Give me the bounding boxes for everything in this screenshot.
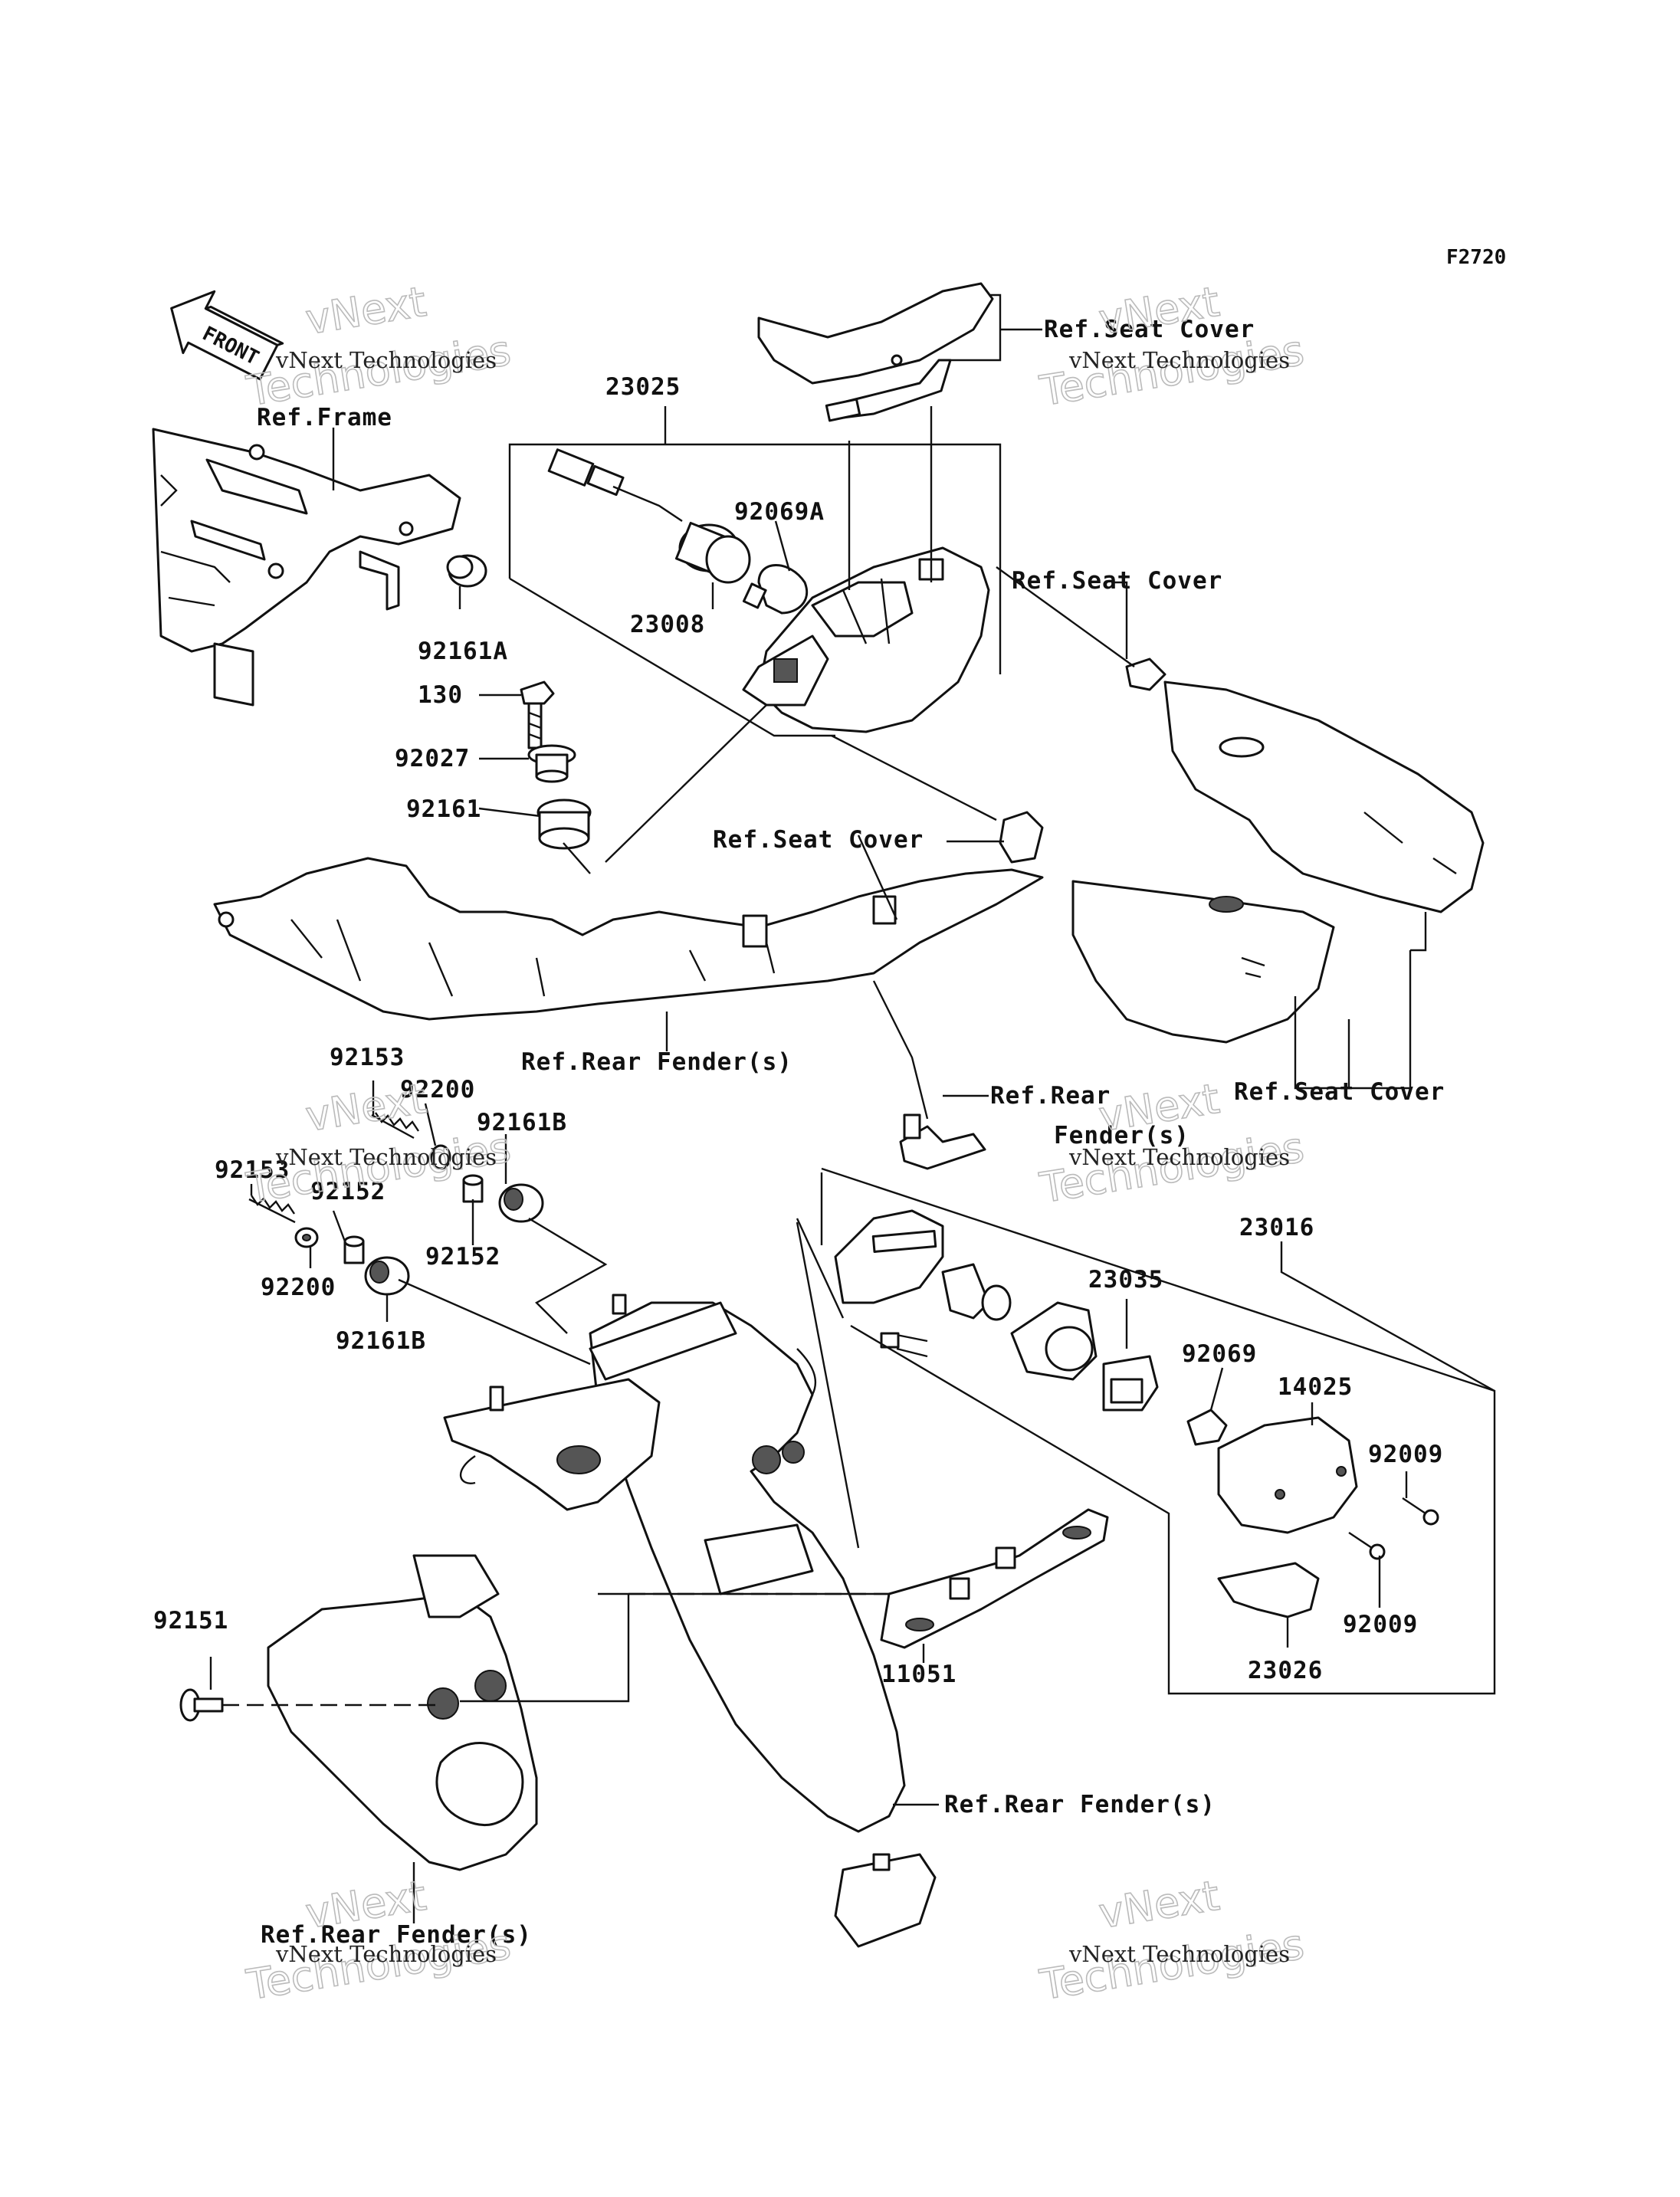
svg-text:vNext Technologies: vNext Technologies (275, 347, 497, 373)
frame-assembly (152, 428, 461, 707)
bracket-11051 (880, 1508, 1109, 1649)
label-ref-seat-cover-low: Ref.Seat Cover (713, 826, 924, 854)
svg-text:vNext: vNext (303, 1074, 430, 1141)
svg-text:vNext: vNext (1096, 1871, 1223, 1938)
washer-92200-lower (294, 1227, 319, 1248)
seat-cover-top (757, 282, 994, 422)
label-ref-rear-fender-1: Ref.Rear Fender(s) (521, 1048, 792, 1076)
label-ref-seat-cover-top: Ref.Seat Cover (1044, 316, 1255, 343)
label-14025: 14025 (1278, 1373, 1353, 1401)
label-92009-upper: 92009 (1368, 1441, 1443, 1468)
svg-text:vNext Technologies: vNext Technologies (1068, 347, 1290, 373)
label-92151: 92151 (153, 1607, 228, 1635)
watermark-6: vNext Technologies vNext Technologies (1035, 1871, 1308, 2010)
grommet-92161B-left (364, 1256, 410, 1296)
bulb-92069 (1186, 1408, 1228, 1446)
screw-92009-lower (1348, 1532, 1386, 1560)
spring-92153-upper (371, 1112, 419, 1139)
label-92069: 92069 (1182, 1340, 1257, 1368)
label-ref-rear-2a: Ref.Rear (990, 1082, 1111, 1110)
label-92200-upper: 92200 (400, 1076, 475, 1103)
lens-23026 (1217, 1562, 1320, 1618)
label-23026: 23026 (1248, 1657, 1323, 1684)
collar-92152-right (462, 1174, 484, 1203)
label-92153-upper: 92153 (330, 1044, 405, 1071)
bolt-130 (520, 680, 555, 749)
lens-cover-14025 (1217, 1416, 1358, 1534)
svg-text:vNext Technologies: vNext Technologies (275, 1941, 497, 1967)
label-92152-left: 92152 (310, 1178, 386, 1205)
label-ref-rear-fender-4: Ref.Rear Fender(s) (261, 1921, 532, 1949)
tail-light-upper-assembly (742, 546, 990, 733)
rear-fender-flap (267, 1554, 538, 1871)
socket-23008 (547, 448, 751, 584)
label-92200-lower: 92200 (261, 1274, 336, 1301)
collar-92152-left (343, 1235, 365, 1264)
svg-text:vNext Technologies: vNext Technologies (1068, 1941, 1290, 1967)
screw-92009-upper (1402, 1497, 1439, 1526)
callout-lines (209, 293, 1496, 1923)
label-23016: 23016 (1239, 1214, 1314, 1241)
svg-text:vNext: vNext (303, 277, 430, 344)
label-92161B-left: 92161B (336, 1327, 426, 1355)
label-ref-rear-2b: Fender(s) (1054, 1122, 1189, 1149)
label-92161A: 92161A (418, 638, 508, 665)
label-ref-rear-fender-3: Ref.Rear Fender(s) (944, 1791, 1216, 1818)
washer-92200-upper (430, 1144, 451, 1170)
grommet-92161B-right (498, 1183, 544, 1223)
label-130: 130 (418, 681, 463, 709)
label-23035: 23035 (1088, 1266, 1163, 1294)
label-92009-lower: 92009 (1343, 1611, 1418, 1638)
label-92069A: 92069A (734, 498, 825, 526)
label-23008: 23008 (630, 611, 705, 638)
svg-text:vNext Technologies: vNext Technologies (1068, 1144, 1290, 1170)
part-labels: Ref.Frame Ref.Seat Cover 23025 92069A 23… (153, 316, 1445, 1949)
svg-text:vNext: vNext (1096, 1074, 1223, 1141)
grommet-92161 (536, 798, 592, 850)
front-arrow-icon: FRONT (170, 290, 284, 381)
spring-92153-lower (248, 1195, 296, 1224)
bulb-92069A (742, 564, 809, 615)
screw-92151 (179, 1688, 224, 1722)
rear-fender-upper (213, 857, 1044, 1021)
license-light-assembly (834, 1209, 1159, 1412)
seat-cover-grommet-mid (1125, 657, 1166, 691)
label-92161B-right: 92161B (477, 1109, 567, 1136)
label-92152-right: 92152 (425, 1243, 500, 1271)
rear-fender-bracket (899, 1113, 986, 1170)
label-ref-frame: Ref.Frame (257, 404, 392, 431)
diagram-code: F2720 (1446, 246, 1506, 269)
seat-cover-right (1071, 680, 1485, 1044)
seat-cover-grommet-low (999, 811, 1044, 864)
label-ref-seat-cover-right: Ref.Seat Cover (1234, 1078, 1445, 1106)
svg-text:vNext Technologies: vNext Technologies (275, 1144, 497, 1170)
label-23025: 23025 (605, 373, 681, 401)
label-11051: 11051 (881, 1661, 956, 1688)
label-ref-seat-cover-mid: Ref.Seat Cover (1012, 567, 1222, 595)
label-92153-lower: 92153 (215, 1156, 290, 1184)
rear-fender-main (443, 1294, 937, 1948)
collar-92027 (527, 744, 576, 783)
grommet-92161A (446, 554, 487, 588)
label-92027: 92027 (395, 745, 470, 772)
label-92161: 92161 (406, 795, 481, 823)
